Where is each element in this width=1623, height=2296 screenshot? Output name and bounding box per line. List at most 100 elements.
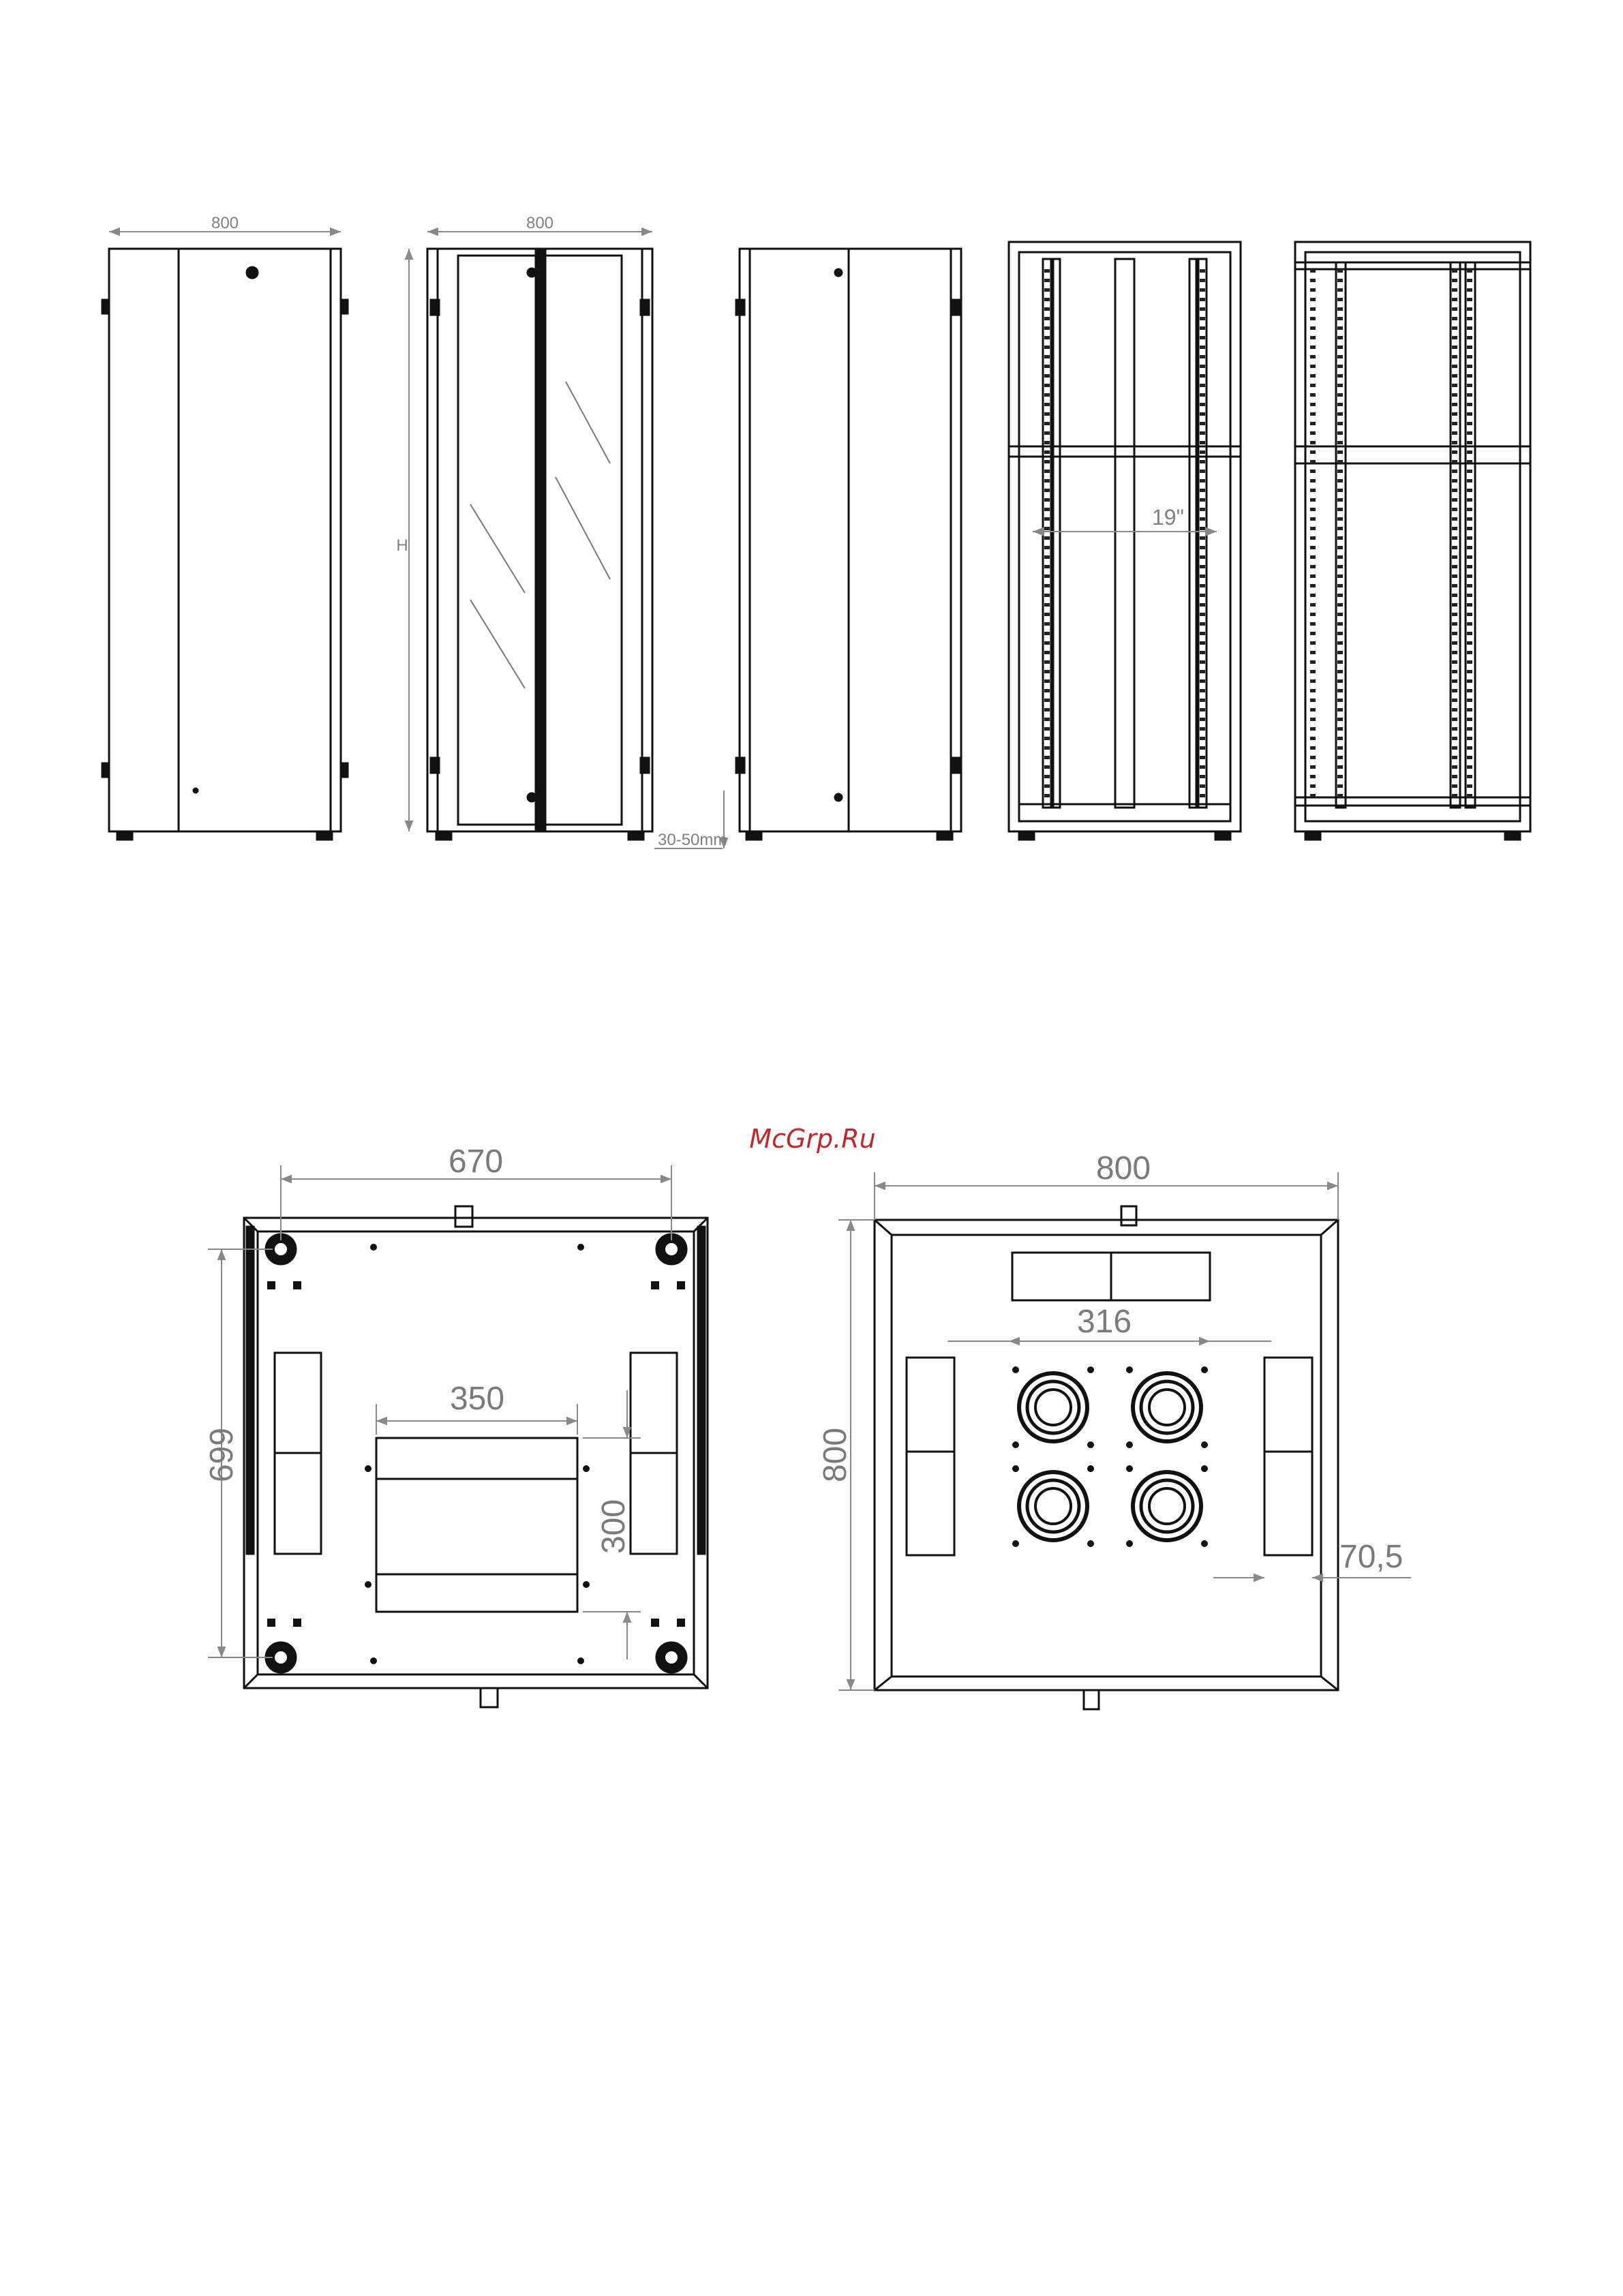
rail-hole	[1200, 403, 1205, 406]
rail-hole	[1467, 298, 1472, 301]
rail-hole	[1337, 536, 1343, 540]
base-depth-label: 699	[204, 1428, 240, 1482]
rail-hole	[1200, 746, 1205, 750]
rail-hole	[1452, 756, 1457, 759]
rail-hole	[1044, 269, 1050, 273]
rail-hole	[1310, 422, 1316, 425]
rail-hole	[1200, 727, 1205, 731]
rail-hole	[1452, 708, 1457, 711]
rear-door-elevation	[736, 249, 961, 840]
rail-hole	[1337, 632, 1343, 635]
rail-hole	[1200, 470, 1205, 473]
rail-hole	[1310, 374, 1316, 378]
front-width-label: 800	[211, 214, 239, 232]
rail-hole	[1337, 641, 1343, 645]
rail-hole	[1310, 594, 1316, 597]
rail-hole	[1452, 718, 1457, 721]
rail-hole	[1337, 489, 1343, 492]
rail-hole	[1452, 594, 1457, 597]
rail-hole	[1452, 517, 1457, 521]
rail-hole	[1044, 346, 1050, 349]
rail-hole	[1200, 365, 1205, 368]
rail-hole	[1337, 765, 1343, 769]
rail-hole	[1337, 374, 1343, 378]
rail-hole	[1310, 365, 1316, 368]
rail-hole	[1200, 784, 1205, 788]
rail-hole	[1310, 584, 1316, 587]
rail-hole	[1310, 355, 1316, 358]
rail-hole	[1200, 565, 1205, 568]
rail-hole	[1044, 431, 1050, 435]
rail-hole	[1310, 718, 1316, 721]
rail-hole	[1337, 441, 1343, 444]
rail-hole	[1310, 632, 1316, 635]
rail-hole	[1337, 708, 1343, 711]
rail-hole	[1337, 336, 1343, 339]
rail-hole	[1337, 689, 1343, 692]
rail-hole	[1467, 374, 1472, 378]
rail-hole	[1467, 765, 1472, 769]
rail-hole	[1337, 307, 1343, 311]
rail-hole	[1044, 450, 1050, 454]
rail-hole	[1467, 288, 1472, 292]
rail-hole	[1200, 708, 1205, 711]
rail-hole	[1310, 546, 1316, 549]
rail-hole	[1452, 660, 1457, 664]
rail-hole	[1044, 670, 1050, 673]
rail-hole	[1044, 479, 1050, 483]
rail-hole	[1467, 536, 1472, 540]
rail-hole	[1467, 670, 1472, 673]
rail-hole	[1200, 508, 1205, 511]
rail-hole	[1310, 727, 1316, 731]
rail-hole	[1467, 613, 1472, 616]
rail-hole	[1337, 651, 1343, 654]
rail-hole	[1467, 565, 1472, 568]
rail-hole	[1452, 298, 1457, 301]
rail-hole	[1200, 622, 1205, 626]
rail-hole	[1044, 575, 1050, 578]
rail-hole	[1337, 622, 1343, 626]
rail-hole	[1044, 403, 1050, 406]
rail-hole	[1200, 498, 1205, 502]
rail-hole	[1310, 450, 1316, 454]
rail-hole	[1200, 460, 1205, 463]
rail-hole	[1044, 632, 1050, 635]
fan-icon	[1012, 1465, 1094, 1547]
rail-hole	[1467, 384, 1472, 387]
rail-hole	[1310, 670, 1316, 673]
rail-hole	[1044, 307, 1050, 311]
rail-hole	[1452, 746, 1457, 750]
rail-hole	[1310, 708, 1316, 711]
rail-hole	[1337, 775, 1343, 778]
fan-icon	[1012, 1366, 1094, 1448]
rail-hole	[1044, 689, 1050, 692]
rail-hole	[1044, 679, 1050, 683]
rail-hole	[1452, 565, 1457, 568]
rail-hole	[1452, 670, 1457, 673]
rail-hole	[1452, 269, 1457, 273]
rail-hole	[1044, 584, 1050, 587]
rail-hole	[1467, 632, 1472, 635]
rail-hole	[1467, 689, 1472, 692]
rail-hole	[1200, 670, 1205, 673]
rail-hole	[1044, 603, 1050, 607]
rail-hole	[1310, 641, 1316, 645]
rail-hole	[1044, 355, 1050, 358]
rail-hole	[1044, 317, 1050, 320]
rail-hole	[1467, 365, 1472, 368]
roof-depth-label: 800	[817, 1428, 853, 1482]
glass-width-label: 800	[526, 214, 553, 232]
watermark: McGrp.Ru	[749, 1124, 875, 1154]
rail-hole	[1467, 708, 1472, 711]
rail-hole	[1044, 651, 1050, 654]
rail-hole	[1310, 699, 1316, 702]
rail-hole	[1310, 403, 1316, 406]
rail-hole	[1200, 584, 1205, 587]
rail-hole	[1310, 575, 1316, 578]
rail-hole	[1337, 527, 1343, 530]
rail-hole	[1044, 422, 1050, 425]
rail-hole	[1467, 756, 1472, 759]
rail-hole	[1310, 746, 1316, 750]
roof-plan-view	[875, 1206, 1338, 1709]
